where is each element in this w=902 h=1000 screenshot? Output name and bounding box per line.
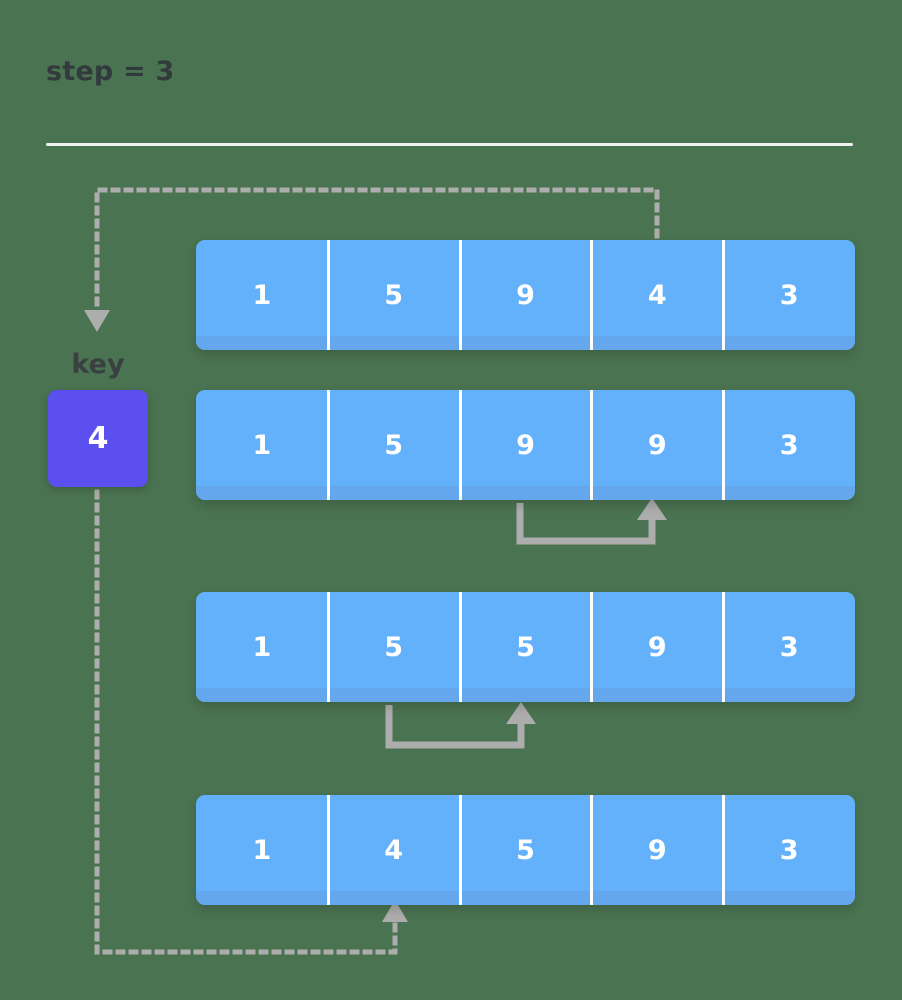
array-cell: 9 bbox=[590, 592, 723, 702]
array-cell: 5 bbox=[458, 795, 592, 905]
array-cell: 4 bbox=[590, 240, 723, 350]
array-cell: 1 bbox=[252, 834, 272, 866]
key-value: 4 bbox=[87, 420, 109, 456]
array-row-shift-2: 1 5 5 9 3 bbox=[196, 592, 855, 702]
shift-arrow-2 bbox=[385, 702, 536, 749]
array-cell: 5 bbox=[326, 390, 460, 500]
array-cell: 9 bbox=[590, 795, 723, 905]
array-cell: 9 bbox=[590, 390, 723, 500]
key-label: key bbox=[71, 349, 125, 380]
key-box: 4 bbox=[48, 390, 148, 487]
array-cell: 1 bbox=[252, 631, 272, 663]
array-cell: 4 bbox=[326, 795, 460, 905]
array-cell: 9 bbox=[458, 390, 592, 500]
title-divider bbox=[46, 143, 853, 146]
array-cell: 1 bbox=[252, 429, 272, 461]
array-row-inserted: 1 4 5 9 3 bbox=[196, 795, 855, 905]
array-cell: 5 bbox=[458, 592, 592, 702]
array-row-shift-1: 1 5 9 9 3 bbox=[196, 390, 855, 500]
array-cell: 3 bbox=[722, 390, 855, 500]
page-title: step = 3 bbox=[46, 56, 175, 87]
array-cell: 1 bbox=[252, 279, 272, 311]
shift-arrow-1 bbox=[516, 498, 667, 545]
array-cell: 3 bbox=[722, 240, 855, 350]
array-cell: 5 bbox=[326, 240, 460, 350]
array-cell: 5 bbox=[326, 592, 460, 702]
array-row-initial: 1 5 9 4 3 bbox=[196, 240, 855, 350]
array-cell: 3 bbox=[722, 592, 855, 702]
array-cell: 9 bbox=[458, 240, 592, 350]
array-cell: 3 bbox=[722, 795, 855, 905]
